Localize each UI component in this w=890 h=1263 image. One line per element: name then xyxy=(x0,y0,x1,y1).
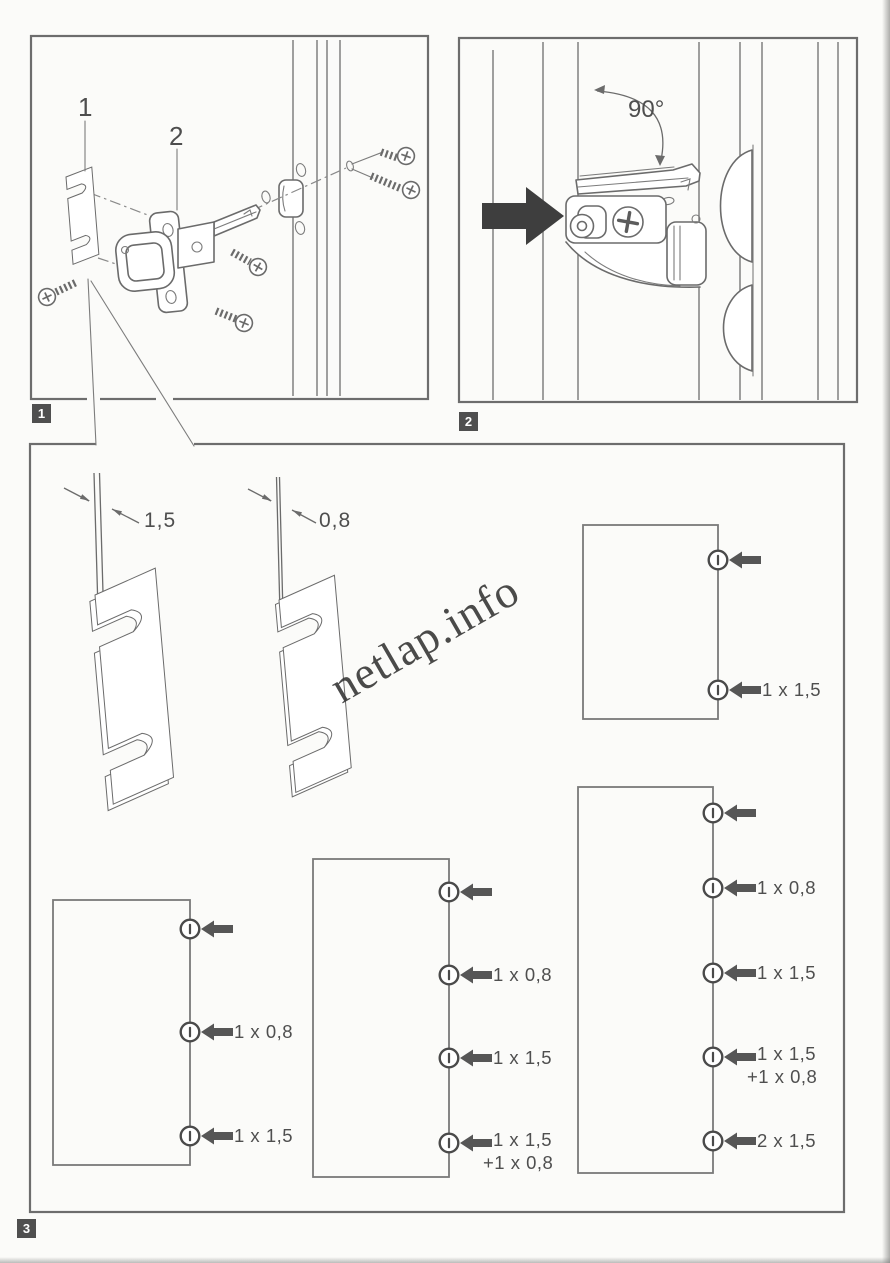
doorD-hinge2-label: 1 x 0,8 xyxy=(757,877,817,898)
magnify-callout-lines xyxy=(87,278,195,447)
doorD-hinge4-line2: +1 x 0,8 xyxy=(747,1066,818,1087)
angle-90-label: 90° xyxy=(628,96,665,123)
panel-3-badge: 3 xyxy=(17,1219,36,1238)
doorD-hinge4-label: 1 x 1,5 +1 x 0,8 xyxy=(747,1042,817,1088)
doorC-hinge4-line2: +1 x 0,8 xyxy=(483,1152,554,1173)
scan-edge-bottom xyxy=(0,1257,890,1263)
panel-2-badge: 2 xyxy=(459,412,478,431)
door-diagram-2-hinges xyxy=(582,524,761,720)
figure3-shim-usage xyxy=(52,278,761,1178)
screws xyxy=(34,144,424,335)
part-2-label: 2 xyxy=(169,121,184,151)
door-diagram-4-hinges xyxy=(312,858,492,1178)
part-1-label: 1 xyxy=(78,92,93,122)
doorC-hinge4-label: 1 x 1,5 +1 x 0,8 xyxy=(483,1128,553,1174)
doorD-hinge4-line1: 1 x 1,5 xyxy=(757,1043,817,1064)
shim-thickness-0.8-label: 0,8 xyxy=(319,509,352,532)
doorD-hinge3-label: 1 x 1,5 xyxy=(757,962,817,983)
doorC-hinge4-line1: 1 x 1,5 xyxy=(493,1129,553,1150)
shim-thickness-1.5-label: 1,5 xyxy=(144,509,177,532)
doorB-hinge3-label: 1 x 1,5 xyxy=(234,1125,294,1146)
figure2-hinge-90deg-view xyxy=(482,42,839,400)
door-diagram-3-hinges xyxy=(52,899,233,1166)
panel-1-badge: 1 xyxy=(32,404,51,423)
scan-edge-right xyxy=(882,0,890,1263)
shim-1.5mm-drawing xyxy=(89,567,175,812)
doorC-hinge3-label: 1 x 1,5 xyxy=(493,1047,553,1068)
panel-borders xyxy=(28,34,859,1214)
doorB-hinge2-label: 1 x 0,8 xyxy=(234,1021,294,1042)
doorD-hinge5-label: 2 x 1,5 xyxy=(757,1130,817,1151)
door-diagram-5-hinges xyxy=(577,786,756,1174)
push-direction-arrow xyxy=(482,187,564,245)
figure1-exploded-hinge-view xyxy=(34,40,424,396)
doorC-hinge2-label: 1 x 0,8 xyxy=(493,964,553,985)
doorA-hinge2-label: 1 x 1,5 xyxy=(762,679,822,700)
figure1-hinge-part2 xyxy=(115,204,261,314)
